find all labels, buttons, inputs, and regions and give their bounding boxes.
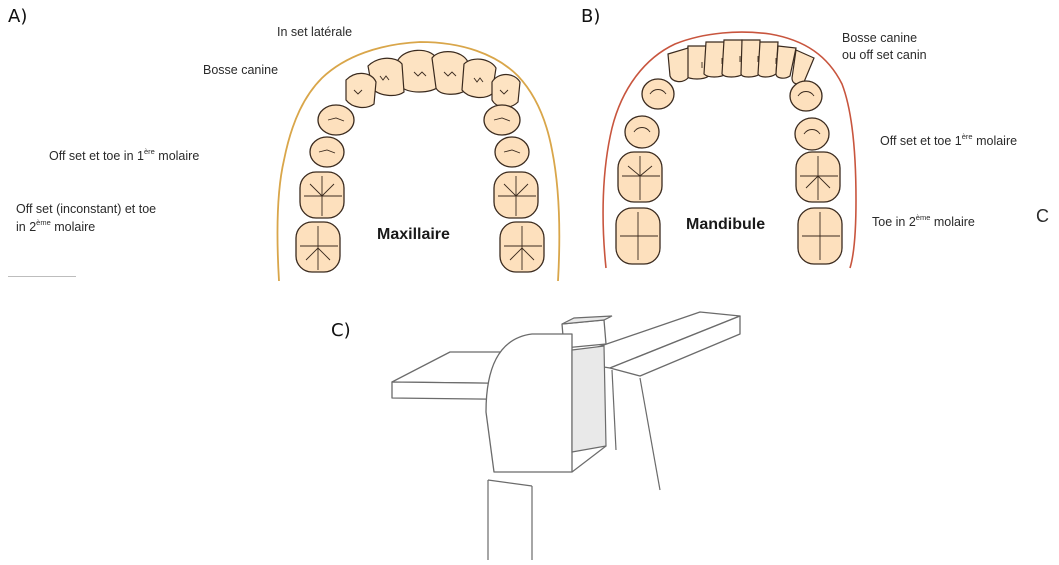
right-rod	[640, 378, 660, 490]
label-offset-inconstant: Off set (inconstant) et toe	[16, 201, 156, 218]
maxillary-arch	[277, 42, 559, 281]
label-in-2-molaire: in 2ème molaire	[16, 219, 95, 236]
label-in-set-laterale: In set latérale	[277, 24, 352, 41]
label-off-set-canin: ou off set canin	[842, 47, 927, 64]
device-illustration	[392, 312, 740, 560]
label-toe-in-2-molaire: Toe in 2ème molaire	[872, 214, 975, 231]
mand-premolar-2-right	[795, 118, 829, 150]
label-bosse-canine-b: Bosse canine	[842, 30, 917, 47]
upright-recess	[572, 346, 606, 452]
mand-canine-left	[668, 48, 688, 82]
premolar-1-left	[318, 105, 354, 135]
label-bosse-canine-a: Bosse canine	[203, 62, 278, 79]
lateral-incisor-right	[462, 59, 496, 97]
label-offset-toe-1-molaire-a: Off set et toe in 1ère molaire	[49, 148, 199, 165]
premolar-2-left	[310, 137, 344, 167]
premolar-1-right	[484, 105, 520, 135]
separator-line	[8, 276, 76, 277]
mand-premolar-2-left	[625, 116, 659, 148]
canine-right	[492, 75, 520, 108]
label-offset-toe-1-molaire-b: Off set et toe 1ère molaire	[880, 133, 1017, 150]
mand-canine-right	[792, 50, 814, 84]
upright-body	[486, 334, 572, 472]
mand-premolar-1-left	[642, 79, 674, 109]
mandibule-title: Mandibule	[686, 216, 765, 234]
mand-premolar-1-right	[790, 81, 822, 111]
mand-incisor-5	[758, 42, 778, 77]
mand-incisor-4	[741, 40, 760, 77]
premolar-2-right	[495, 137, 529, 167]
label-c-mark: C	[1036, 208, 1049, 225]
maxillaire-title: Maxillaire	[377, 226, 450, 244]
